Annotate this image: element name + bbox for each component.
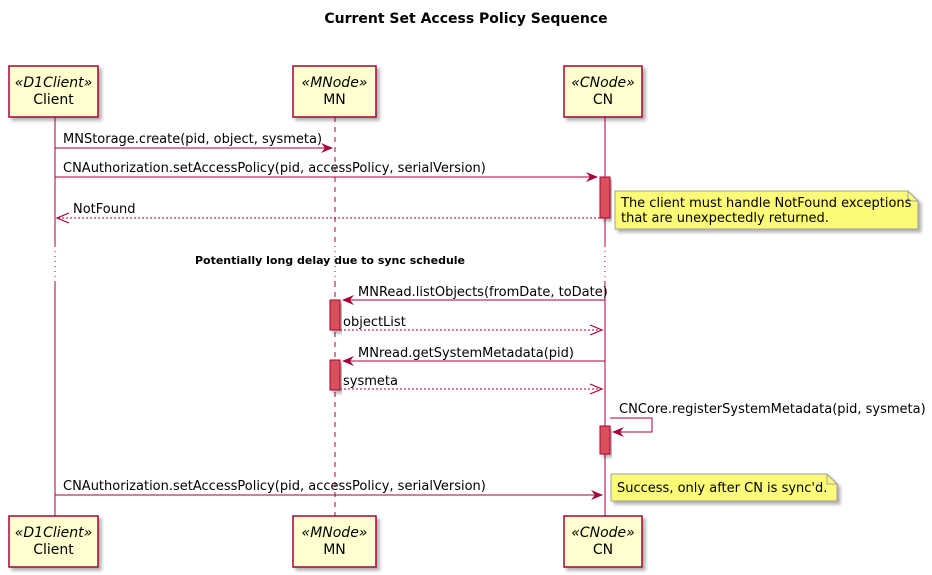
delay-divider-label: Potentially long delay due to sync sched… xyxy=(195,254,465,267)
participant-cn-name: CN xyxy=(593,92,613,108)
participant-cn-bottom: «CNode» CN xyxy=(563,515,643,568)
participant-cn-stereotype: «CNode» xyxy=(571,75,635,91)
diagram-title: Current Set Access Policy Sequence xyxy=(324,11,607,27)
note-success-line-1: Success, only after CN is sync'd. xyxy=(617,481,827,496)
activation-mn-1 xyxy=(329,299,341,331)
activation-mn-2 xyxy=(329,359,341,391)
note-notfound: The client must handle NotFound exceptio… xyxy=(614,190,919,230)
activation-cn-1 xyxy=(599,176,611,219)
message-objectlist-label: objectList xyxy=(343,315,406,330)
participant-cn-stereotype-bottom: «CNode» xyxy=(571,525,635,541)
activations xyxy=(329,176,611,455)
message-listobjects-label: MNRead.listObjects(fromDate, toDate) xyxy=(358,285,608,300)
message-registersystemmetadata: CNCore.registerSystemMetadata(pid, sysme… xyxy=(610,402,926,437)
message-mnstorage-create-label: MNStorage.create(pid, object, sysmeta) xyxy=(63,132,322,147)
message-notfound: NotFound xyxy=(55,202,600,224)
participant-client-name-bottom: Client xyxy=(33,542,74,558)
lifelines xyxy=(54,117,606,516)
participant-client-name: Client xyxy=(33,92,74,108)
note-notfound-line-1: The client must handle NotFound exceptio… xyxy=(620,196,912,211)
message-getsystemmetadata: MNread.getSystemMetadata(pid) xyxy=(342,346,605,366)
message-set-access-policy-2-label: CNAuthorization.setAccessPolicy(pid, acc… xyxy=(63,479,486,494)
participant-mn-bottom: «MNode» MN xyxy=(292,515,377,568)
message-listobjects: MNRead.listObjects(fromDate, toDate) xyxy=(342,285,608,305)
delay-divider: Potentially long delay due to sync sched… xyxy=(195,254,465,267)
note-success: Success, only after CN is sync'd. xyxy=(610,473,838,502)
message-set-access-policy-1-label: CNAuthorization.setAccessPolicy(pid, acc… xyxy=(63,161,486,176)
participant-client-stereotype: «D1Client» xyxy=(15,75,93,91)
participant-mn-name-bottom: MN xyxy=(323,542,346,558)
participant-mn-stereotype-bottom: «MNode» xyxy=(302,525,368,541)
message-set-access-policy-1: CNAuthorization.setAccessPolicy(pid, acc… xyxy=(55,161,598,182)
message-objectlist: objectList xyxy=(340,315,604,336)
message-set-access-policy-2: CNAuthorization.setAccessPolicy(pid, acc… xyxy=(55,479,603,500)
participant-client-bottom: «D1Client» Client xyxy=(8,515,99,568)
participant-mn-stereotype: «MNode» xyxy=(302,75,368,91)
activation-cn-2 xyxy=(599,425,611,455)
message-getsystemmetadata-label: MNread.getSystemMetadata(pid) xyxy=(358,346,574,361)
message-sysmeta-label: sysmeta xyxy=(343,374,398,389)
message-mnstorage-create: MNStorage.create(pid, object, sysmeta) xyxy=(55,132,333,153)
participant-cn-name-bottom: CN xyxy=(593,542,613,558)
participant-mn-name: MN xyxy=(323,92,346,108)
participant-mn-top: «MNode» MN xyxy=(292,65,377,118)
message-sysmeta: sysmeta xyxy=(340,374,604,395)
message-registersystemmetadata-label: CNCore.registerSystemMetadata(pid, sysme… xyxy=(619,402,926,417)
participant-cn-top: «CNode» CN xyxy=(563,65,643,118)
participant-client-stereotype-bottom: «D1Client» xyxy=(15,525,93,541)
message-notfound-label: NotFound xyxy=(73,202,135,217)
participant-client-top: «D1Client» Client xyxy=(8,65,99,118)
note-notfound-line-2: that are unexpectedly returned. xyxy=(621,211,829,226)
